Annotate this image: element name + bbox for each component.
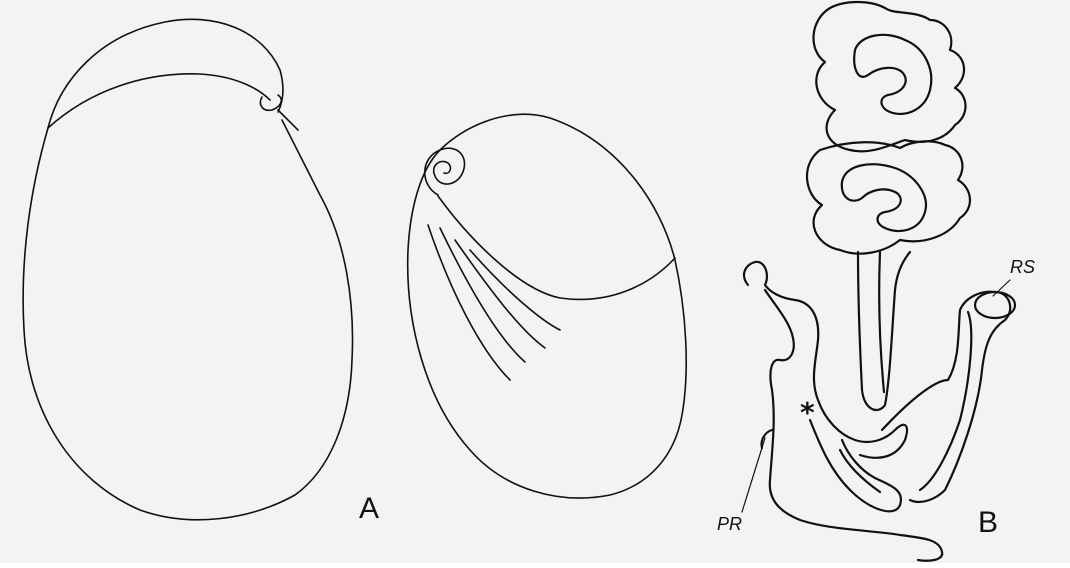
leader-line-rs <box>993 280 1010 296</box>
leader-line-pr <box>742 438 765 512</box>
